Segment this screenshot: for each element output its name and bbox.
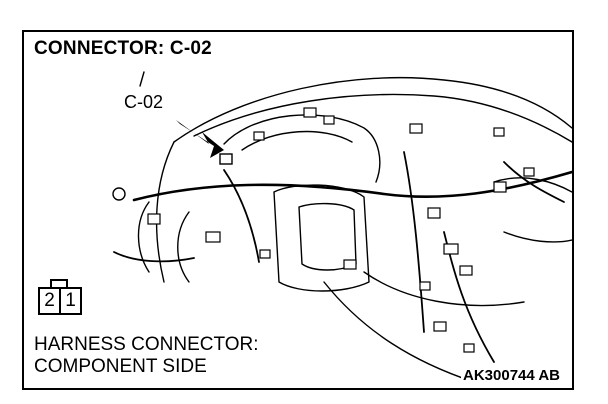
dash-inner-contour <box>193 93 572 143</box>
left-grommet <box>112 187 126 201</box>
harness-caption: HARNESS CONNECTOR: COMPONENT SIDE <box>34 334 259 378</box>
harness-branch-far-left <box>113 251 195 263</box>
connector-title: CONNECTOR: C-02 <box>34 38 212 59</box>
glovebox-top <box>493 177 572 193</box>
pin-1: 1 <box>59 289 80 313</box>
glovebox-bottom <box>503 231 572 243</box>
harness-caption-line2: COMPONENT SIDE <box>34 356 207 377</box>
callout-tick <box>139 71 145 87</box>
harness-branch-left <box>223 169 260 263</box>
harness-caption-line1: HARNESS CONNECTOR: <box>34 334 259 355</box>
cluster-hood <box>223 114 381 183</box>
figure-code: AK300744 AB <box>461 367 562 384</box>
left-bracket <box>137 201 150 273</box>
harness-branch-right <box>503 161 565 203</box>
lower-dash-arc <box>363 271 525 307</box>
dash-left-edge <box>155 141 175 283</box>
cluster-brow <box>241 130 353 151</box>
pin-2: 2 <box>44 290 55 311</box>
connector-pin-diagram: 2 1 <box>38 287 82 315</box>
connector-latch <box>50 279 68 289</box>
left-bracket-2 <box>177 211 190 283</box>
connector-c02-shape <box>219 153 233 165</box>
dash-top-contour <box>173 76 572 143</box>
harness-branch-center <box>403 151 425 333</box>
dashboard-wiring-illustration <box>112 71 572 383</box>
console-side <box>323 281 475 383</box>
diagram-frame: CONNECTOR: C-02 C-02 2 1 HARNESS CONNECT… <box>22 30 574 390</box>
callout-label: C-02 <box>124 92 164 112</box>
arrow-icon <box>176 120 224 158</box>
